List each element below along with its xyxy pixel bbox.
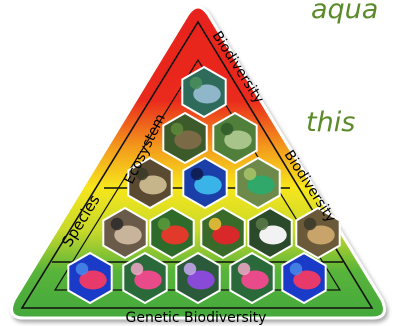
label-genetic-biodiversity: Genetic Biodiversity	[126, 310, 267, 326]
